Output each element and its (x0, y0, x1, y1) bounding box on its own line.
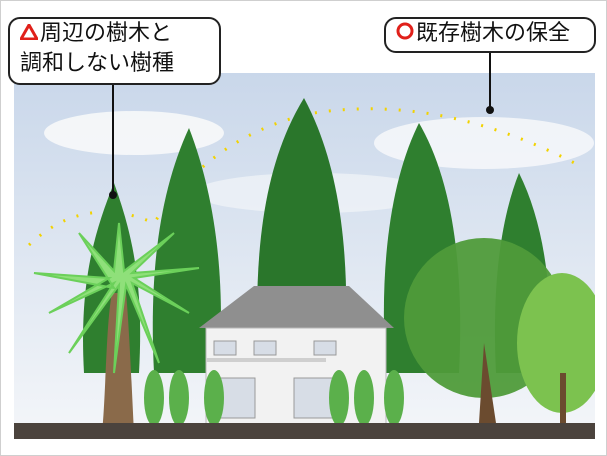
shrub-row-right (329, 370, 404, 426)
cloud (44, 111, 224, 155)
callout-left-line2: 調和しない樹種 (20, 51, 175, 76)
shrub-row-left (144, 370, 224, 426)
ground (14, 423, 595, 439)
callout-unsuitable-species: 周辺の樹木と 調和しない樹種 (8, 17, 221, 85)
circle-icon (396, 19, 414, 49)
callout-left-line1: 周辺の樹木と (40, 21, 173, 46)
broadleaf-tree-light (517, 273, 595, 423)
callout-preserve-existing-trees: 既存樹木の保全 (384, 17, 596, 53)
triangle-icon (18, 19, 40, 49)
conifer-tree (152, 128, 221, 373)
landscape-illustration (14, 73, 595, 439)
callout-right-text: 既存樹木の保全 (416, 21, 571, 46)
palm-tree (33, 222, 200, 433)
